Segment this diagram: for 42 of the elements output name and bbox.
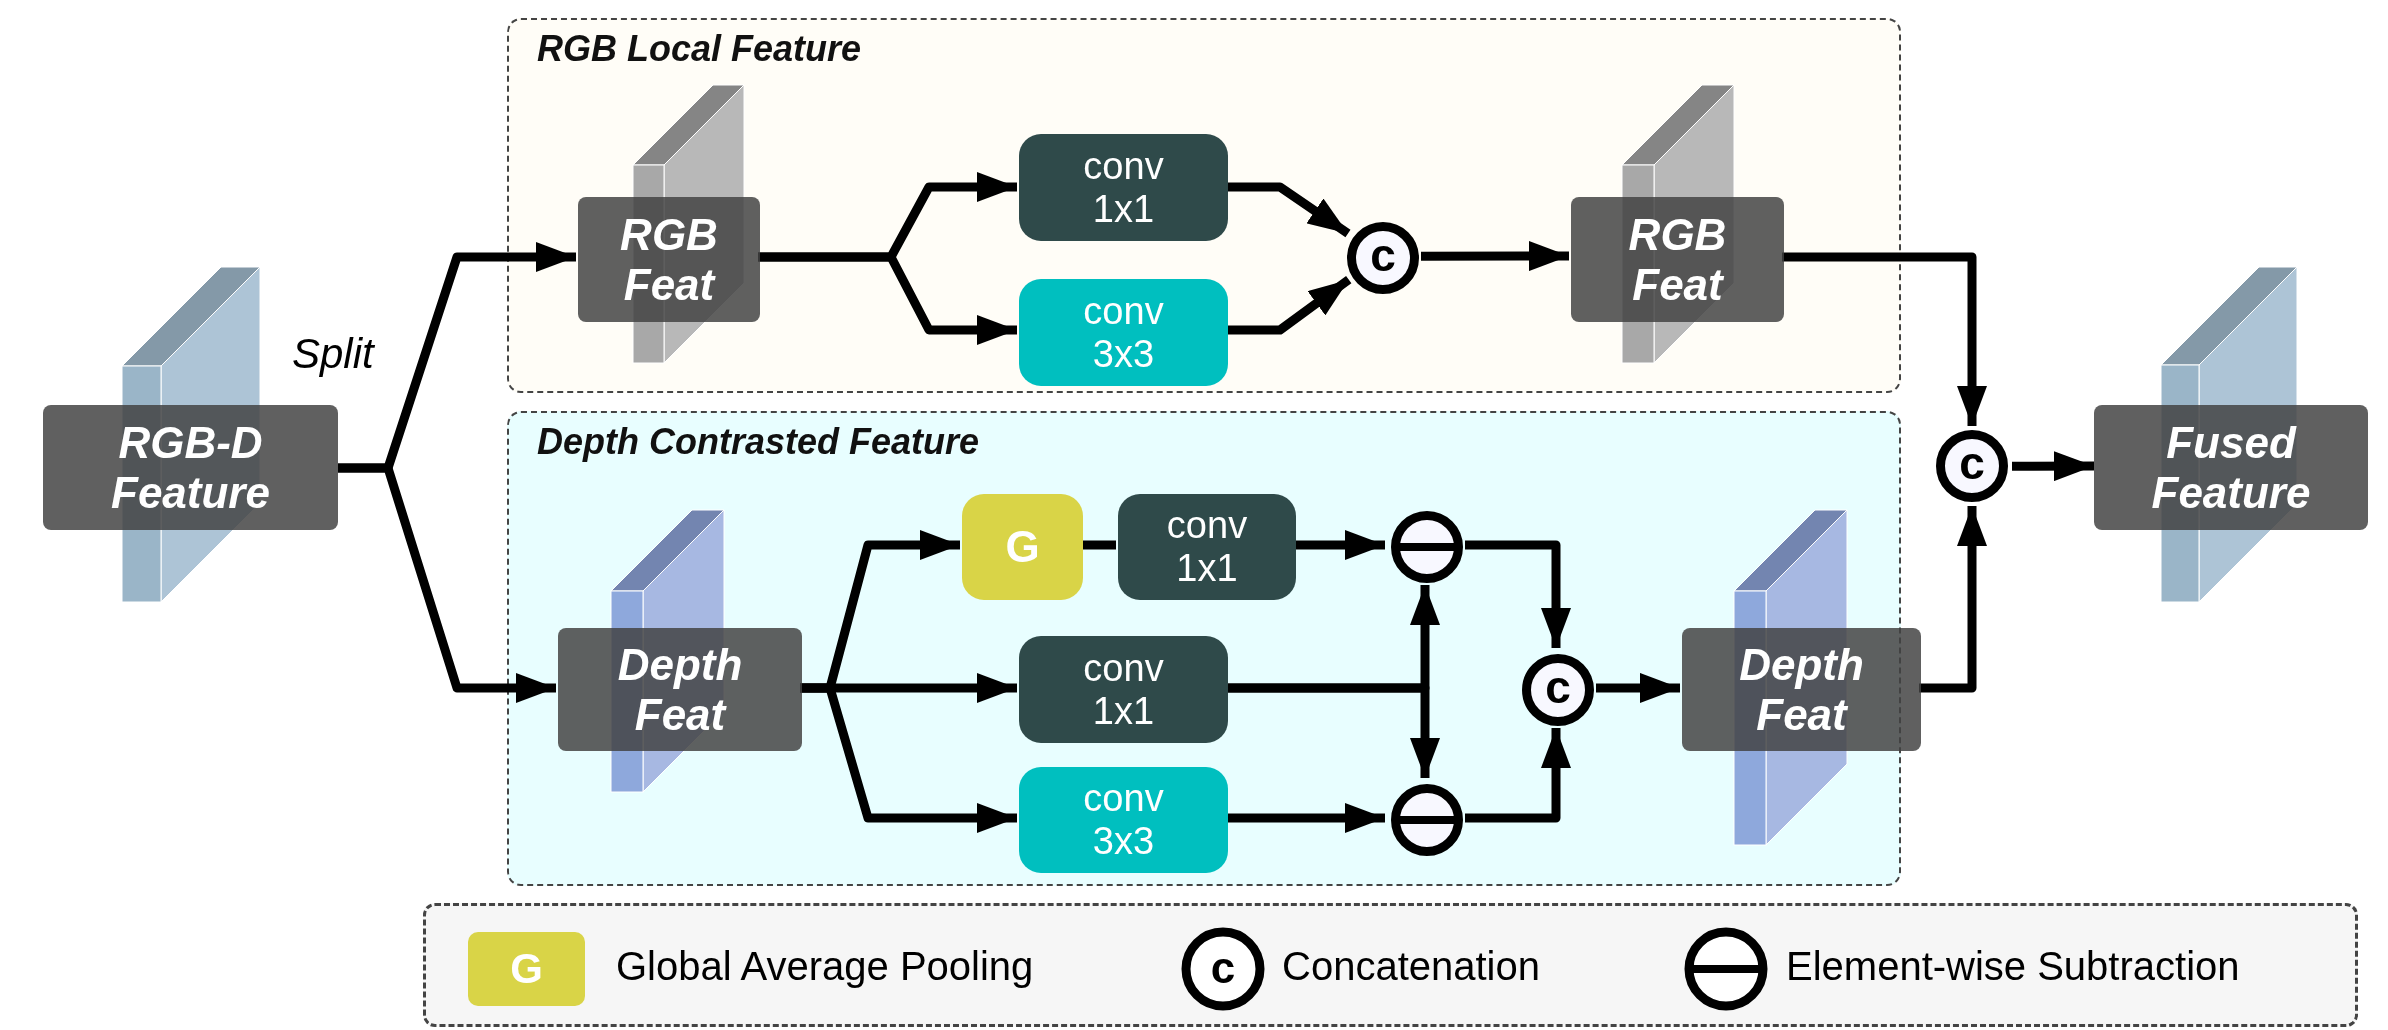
module-panel <box>507 18 1901 393</box>
feature-box: Depth Feat <box>1682 628 1921 751</box>
arrow <box>1226 182 1351 238</box>
pooling-block: G <box>962 494 1083 600</box>
arrow <box>1294 530 1385 560</box>
arrow <box>758 252 1017 345</box>
arrow <box>1226 683 1440 778</box>
arrow <box>1226 803 1385 833</box>
legend-text: Element-wise Subtraction <box>1786 944 2240 989</box>
feature-box: RGB Feat <box>1571 197 1784 322</box>
conv-block: conv 1x1 <box>1019 134 1228 241</box>
legend-symbol: G <box>510 945 543 993</box>
arrow <box>338 463 556 703</box>
legend-text: Concatenation <box>1282 944 1540 989</box>
concatenation-circle: c <box>1522 654 1594 726</box>
conv-block: conv 3x3 <box>1019 767 1228 873</box>
arrow <box>1421 241 1569 272</box>
arrow <box>2012 451 2094 482</box>
panel-title: Depth Contrasted Feature <box>537 421 980 463</box>
split-label: Split <box>292 330 374 378</box>
conv-block: conv 1x1 <box>1019 636 1228 743</box>
connector-line <box>1081 540 1116 550</box>
conv-block: conv 3x3 <box>1019 279 1228 386</box>
arrow <box>1596 672 1680 703</box>
concatenation-icon: c <box>1181 927 1265 1011</box>
feature-box: Depth Feat <box>558 628 802 751</box>
feature-box: RGB Feat <box>578 197 760 322</box>
arrow <box>800 683 1017 833</box>
subtraction-circle <box>1391 511 1463 583</box>
arrow <box>1226 276 1352 335</box>
feature-box: RGB-D Feature <box>43 405 338 530</box>
concatenation-circle: c <box>1347 222 1419 294</box>
feature-box: Fused Feature <box>2094 405 2368 530</box>
arrow <box>1782 252 1987 426</box>
arrow <box>1919 506 1987 693</box>
conv-block: conv 1x1 <box>1118 494 1296 600</box>
arrow <box>1465 728 1571 823</box>
arrow <box>1465 540 1571 648</box>
legend-text: Global Average Pooling <box>616 944 1034 989</box>
subtraction-circle <box>1391 784 1463 856</box>
panel-title: RGB Local Feature <box>537 28 862 70</box>
concatenation-circle: c <box>1936 430 2008 502</box>
